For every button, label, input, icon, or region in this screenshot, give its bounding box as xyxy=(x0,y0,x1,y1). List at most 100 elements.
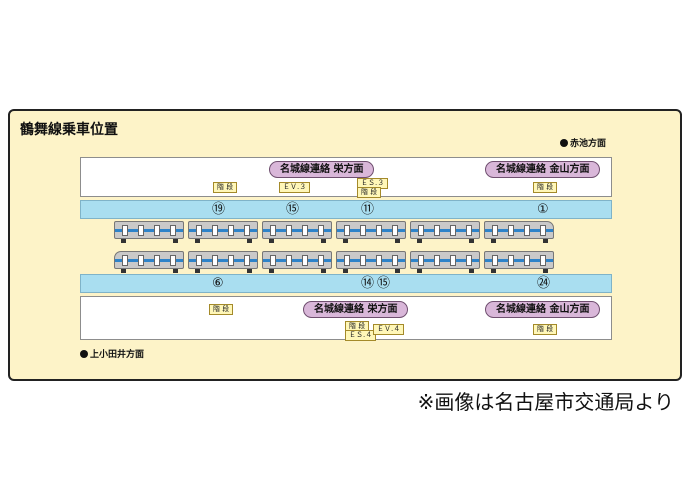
train-wheel xyxy=(269,269,274,273)
train-door xyxy=(376,225,382,236)
train-car xyxy=(410,221,480,243)
train-car xyxy=(262,251,332,273)
train-door xyxy=(212,225,218,236)
train-car xyxy=(188,221,258,243)
stairs-tag: 階 段 xyxy=(533,324,558,335)
train-wheel xyxy=(195,269,200,273)
train-wheel xyxy=(395,239,400,243)
car-number: ⑮ xyxy=(377,276,391,291)
train-door xyxy=(170,255,176,266)
train-door xyxy=(318,225,324,236)
bottom-exit-strip: 階 段 名城線連絡 栄方面 名城線連絡 金山方面 階 段 ＥＳ.４ ＥＶ.４ 階… xyxy=(80,296,612,341)
train-door xyxy=(540,255,546,266)
train-car xyxy=(188,251,258,273)
train-door xyxy=(508,225,514,236)
train-wheel xyxy=(343,269,348,273)
train-door xyxy=(170,225,176,236)
car-number: ⑮ xyxy=(286,202,300,217)
train-wheel xyxy=(121,269,126,273)
train-wheel xyxy=(469,269,474,273)
train-door xyxy=(392,225,398,236)
car-number: ⑭ xyxy=(361,276,375,291)
train-door xyxy=(138,225,144,236)
boarding-position-panel: 鶴舞線乗車位置 赤池方面 名城線連絡 栄方面 名城線連絡 金山方面 階 段 ＥＶ… xyxy=(8,109,682,381)
car-number: ㉔ xyxy=(537,276,551,291)
train-door xyxy=(196,255,202,266)
elevator-tag: ＥＶ.３ xyxy=(279,182,311,193)
train-door xyxy=(450,225,456,236)
train-door xyxy=(270,225,276,236)
train-door xyxy=(524,225,530,236)
train-door xyxy=(286,255,292,266)
train-door xyxy=(122,255,128,266)
transfer-sakae-bottom: 名城線連絡 栄方面 xyxy=(303,301,409,318)
train-wheel xyxy=(417,269,422,273)
train-door xyxy=(244,225,250,236)
train-door xyxy=(228,255,234,266)
car-number: ⑲ xyxy=(212,202,226,217)
train-door xyxy=(154,225,160,236)
panel-title: 鶴舞線乗車位置 xyxy=(20,122,118,138)
train-door xyxy=(418,225,424,236)
bottom-platform: ⑥ ⑭ ⑮ ㉔ xyxy=(80,274,612,293)
train-wheel xyxy=(321,269,326,273)
stairs-tag: 階 段 xyxy=(209,304,234,315)
car-number: ⑥ xyxy=(212,276,224,291)
train-door xyxy=(344,255,350,266)
train-car xyxy=(484,251,554,273)
train-door xyxy=(196,225,202,236)
train-door xyxy=(244,255,250,266)
train-car xyxy=(336,221,406,243)
bullet-icon xyxy=(80,350,88,358)
train-door xyxy=(286,225,292,236)
transfer-kanayama-top: 名城線連絡 金山方面 xyxy=(485,161,601,178)
train-door xyxy=(228,225,234,236)
train-door xyxy=(492,255,498,266)
train-door xyxy=(540,225,546,236)
train-door xyxy=(434,225,440,236)
train-wheel xyxy=(247,269,252,273)
train-door xyxy=(212,255,218,266)
train-door xyxy=(318,255,324,266)
direction-bottom-label: 上小田井方面 xyxy=(80,347,144,360)
elevator-tag: ＥＶ.４ xyxy=(373,324,405,335)
train-wheel xyxy=(121,239,126,243)
top-exit-strip: 名城線連絡 栄方面 名城線連絡 金山方面 階 段 ＥＶ.３ ＥＳ.３ 階 段 階… xyxy=(80,157,612,198)
train-door xyxy=(302,255,308,266)
train-wheel xyxy=(543,239,548,243)
train-door xyxy=(524,255,530,266)
train-wheel xyxy=(543,269,548,273)
train-door xyxy=(360,225,366,236)
train-door xyxy=(270,255,276,266)
escalator-tag: ＥＳ.４ xyxy=(345,330,377,341)
train-wheel xyxy=(269,239,274,243)
stairs-tag: 階 段 xyxy=(357,187,382,198)
train-door xyxy=(302,225,308,236)
train-door xyxy=(466,255,472,266)
car-number: ① xyxy=(537,202,549,217)
train-door xyxy=(466,225,472,236)
train-wheel xyxy=(491,239,496,243)
train-wheel xyxy=(173,269,178,273)
bullet-icon xyxy=(559,139,568,147)
train-door xyxy=(376,255,382,266)
train-wheel xyxy=(321,239,326,243)
direction-bottom-text: 上小田井方面 xyxy=(90,350,145,360)
train-door xyxy=(138,255,144,266)
car-number: ⑪ xyxy=(361,202,375,217)
source-caption: ※画像は名古屋市交通局より xyxy=(417,390,674,414)
train-wheel xyxy=(195,239,200,243)
train-door xyxy=(392,255,398,266)
direction-top-text: 赤池方面 xyxy=(569,139,606,149)
top-platform: ⑲ ⑮ ⑪ ① xyxy=(80,200,612,219)
train-car xyxy=(114,221,184,243)
train-door xyxy=(508,255,514,266)
train-car xyxy=(410,251,480,273)
train-bottom xyxy=(114,251,564,273)
train-door xyxy=(450,255,456,266)
train-door xyxy=(434,255,440,266)
train-door xyxy=(122,225,128,236)
train-wheel xyxy=(417,239,422,243)
train-door xyxy=(360,255,366,266)
stairs-tag: 階 段 xyxy=(213,182,238,193)
